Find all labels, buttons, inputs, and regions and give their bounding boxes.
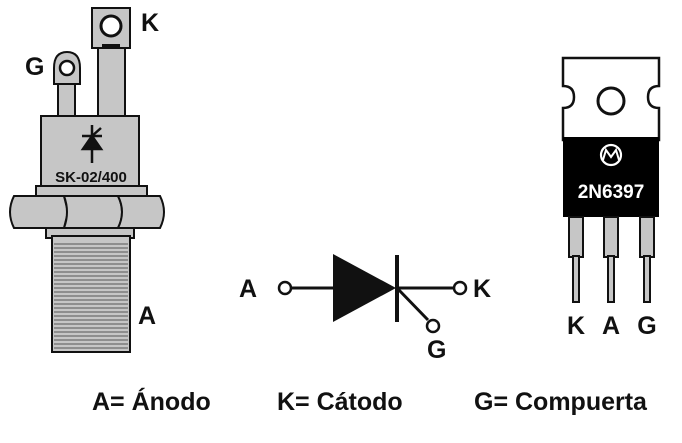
to220-package: 2N6397 K A G bbox=[561, 56, 661, 340]
to220-pins bbox=[568, 216, 655, 303]
legend-cathode: K= Cátodo bbox=[277, 388, 403, 416]
symbol-anode-label: A bbox=[239, 275, 257, 303]
to220-body bbox=[563, 137, 659, 217]
gate-terminal bbox=[425, 318, 441, 334]
to220-pin-label-1: K bbox=[567, 312, 585, 340]
symbol-cathode-label: K bbox=[473, 275, 491, 303]
stud-threads bbox=[54, 243, 128, 349]
thyristor-symbol-small bbox=[80, 125, 104, 163]
legend-anode: A= Ánodo bbox=[92, 387, 211, 416]
gate-lead-line bbox=[395, 286, 430, 322]
symbol-gate-label: G bbox=[427, 336, 446, 364]
diode-triangle bbox=[333, 254, 396, 322]
hex-nut bbox=[9, 195, 165, 229]
legend-gate: G= Compuerta bbox=[474, 388, 648, 416]
stud-thyristor: SK-02/400 G K A bbox=[9, 7, 165, 353]
to220-pin-label-2: A bbox=[602, 312, 620, 340]
thyristor-model-label: SK-02/400 bbox=[55, 169, 127, 186]
motorola-logo-icon bbox=[599, 143, 623, 167]
to220-model-label: 2N6397 bbox=[578, 182, 645, 203]
cathode-pin-label: K bbox=[141, 9, 159, 37]
legend: A= Ánodo K= Cátodo G= Compuerta bbox=[92, 387, 648, 416]
gate-lead bbox=[53, 50, 81, 119]
gate-pin-label: G bbox=[25, 53, 44, 81]
to220-pin-label-3: G bbox=[637, 312, 656, 340]
cathode-terminal bbox=[452, 280, 468, 296]
mounting-hole bbox=[596, 86, 626, 116]
anode-terminal bbox=[277, 280, 293, 296]
anode-pin-label: A bbox=[138, 302, 156, 330]
scr-schematic-symbol: A K G bbox=[239, 254, 491, 364]
thyristor-body bbox=[40, 115, 140, 189]
thyristor-flange bbox=[35, 185, 148, 197]
cathode-lead bbox=[91, 7, 131, 119]
threaded-stud bbox=[51, 235, 131, 353]
